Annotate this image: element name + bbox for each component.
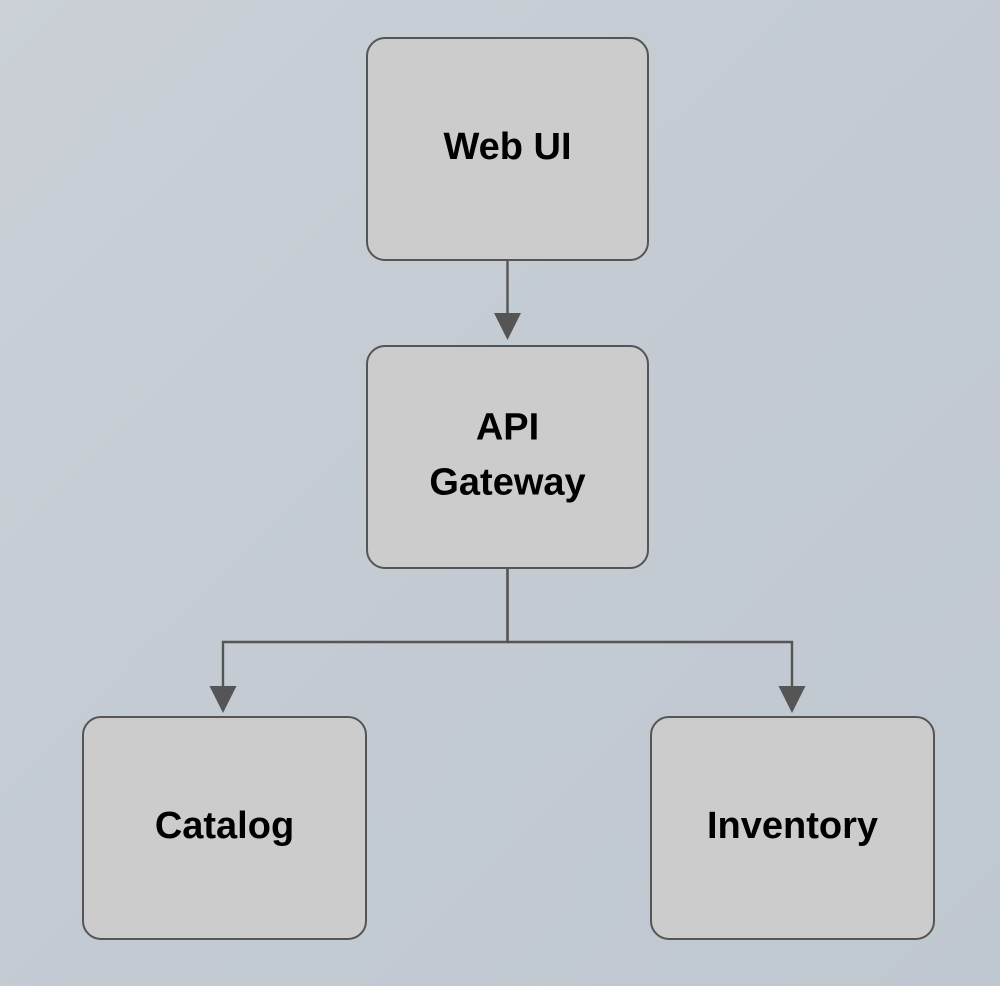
node-catalog[interactable] (82, 716, 367, 940)
node-label-web-ui: Web UI (443, 126, 571, 168)
edge-line (506, 568, 794, 694)
node-label-catalog: Catalog (155, 805, 294, 847)
node-box (366, 345, 649, 569)
edge-web-ui-to-api-gateway[interactable] (494, 260, 521, 340)
arrow-head-icon (778, 686, 806, 713)
node-box (650, 716, 935, 940)
edge-api-gateway-to-inventory[interactable] (506, 568, 806, 713)
arrow-head-icon (209, 686, 237, 713)
node-api-gateway[interactable] (366, 345, 649, 569)
node-box (366, 37, 649, 261)
node-group (82, 37, 935, 940)
edge-group (209, 260, 806, 713)
node-box (82, 716, 367, 940)
node-inventory[interactable] (650, 716, 935, 940)
edge-api-gateway-to-catalog[interactable] (209, 568, 509, 713)
arrow-head-icon (494, 313, 521, 340)
node-web-ui[interactable] (366, 37, 649, 261)
edge-line (221, 568, 509, 694)
node-label-inventory: Inventory (707, 805, 878, 847)
